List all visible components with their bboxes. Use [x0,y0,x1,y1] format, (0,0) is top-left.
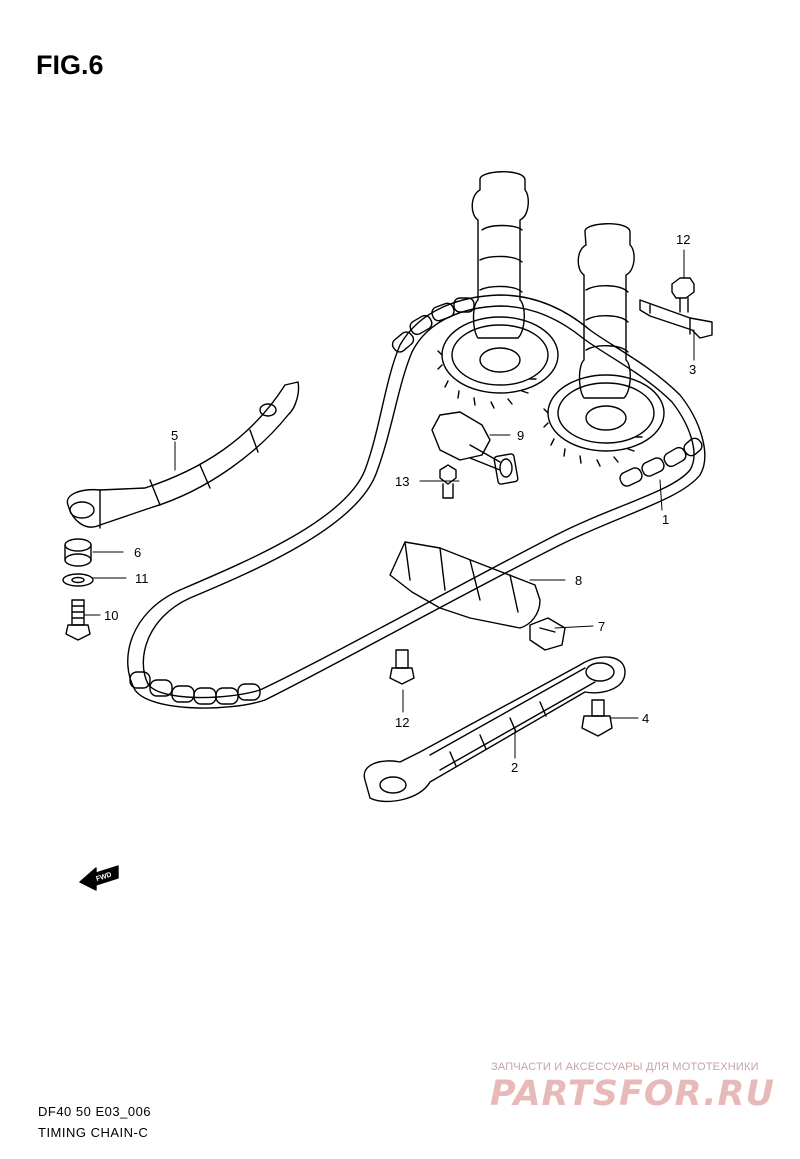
bolt-part-13 [439,464,457,499]
watermark-logo: PARTSFOR.RU [490,1074,775,1114]
bolt-part-12-lower [389,649,415,685]
bolt-part-4 [581,699,613,737]
callout-6: 6 [134,545,141,560]
chain-guide-part-8 [389,541,541,629]
callout-12-top: 12 [676,232,690,247]
watermark-tagline: ЗАПЧАСТИ И АКСЕССУАРЫ ДЛЯ МОТОТЕХНИКИ [491,1061,759,1073]
chain-links-upper [391,297,475,353]
chain-guide-part-5 [66,381,300,529]
callout-13: 13 [395,474,409,489]
callout-9: 9 [517,428,524,443]
fwd-label: FWD [95,871,112,883]
leader-lines [83,249,695,759]
diagram-name: TIMING CHAIN-C [38,1125,149,1140]
callout-11: 11 [135,571,149,586]
fwd-arrow-icon: FWD [79,865,119,891]
callout-8: 8 [575,573,582,588]
callout-1: 1 [662,512,669,527]
callout-5: 5 [171,428,178,443]
diagram-code: DF40 50 E03_006 [38,1104,152,1119]
bolt-part-12-top [671,277,695,313]
chain-links-lower [129,671,261,705]
bracket-part-3 [639,299,713,339]
spacer-part-6 [64,538,92,567]
callout-10: 10 [104,608,118,623]
callout-numbers: 1 2 3 4 5 6 7 8 9 10 11 12 12 13 [104,232,696,775]
callout-2: 2 [511,760,518,775]
washer-part-11 [62,573,94,587]
callout-12-lower: 12 [395,715,409,730]
callout-3: 3 [689,362,696,377]
clip-part-7 [529,617,566,651]
camshaft-left [437,171,559,409]
callout-7: 7 [598,619,605,634]
tensioner-part-9 [431,411,519,485]
bolt-part-10 [65,599,91,641]
camshaft-right [543,223,665,467]
timing-chain [127,294,706,709]
chain-links-right [619,437,703,487]
figure-title: FIG.6 [36,50,104,80]
chain-guide-part-2 [363,656,626,803]
callout-4: 4 [642,711,649,726]
